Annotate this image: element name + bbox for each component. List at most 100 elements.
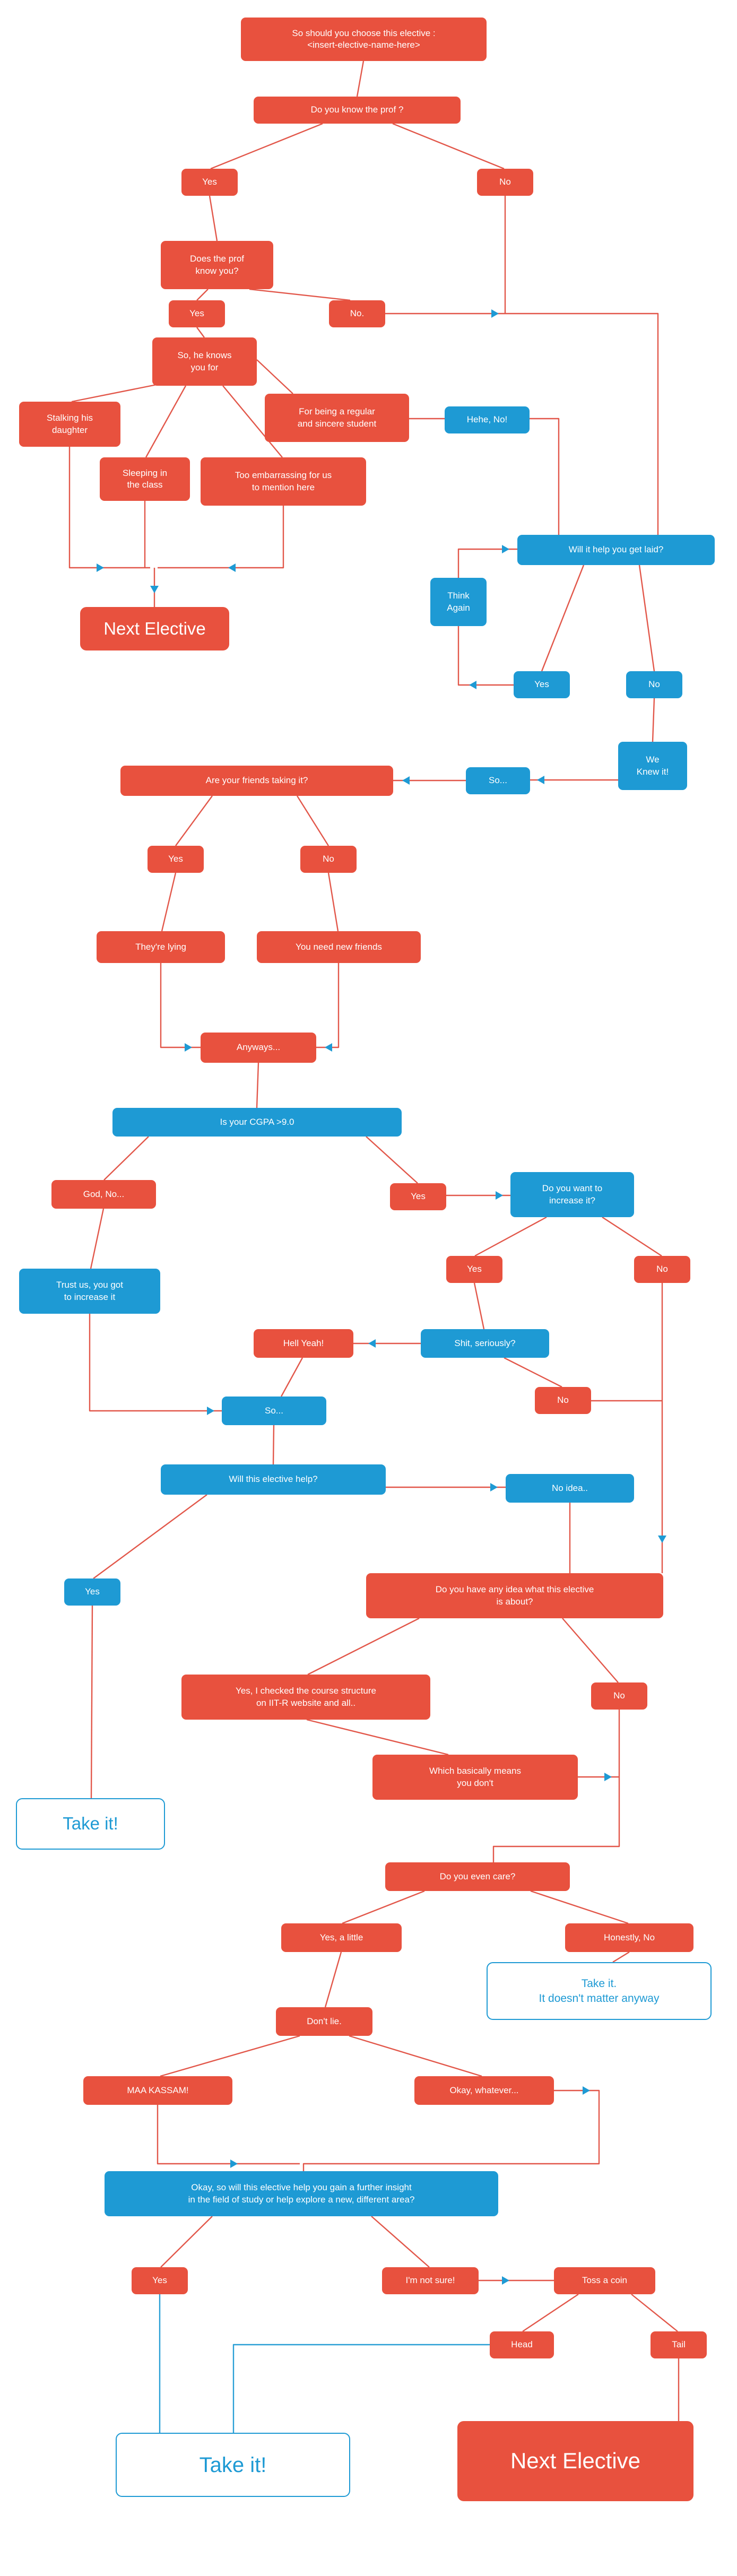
node-regular-student-label: For being a regular bbox=[299, 406, 375, 417]
connector-line bbox=[232, 2344, 490, 2433]
node-q-friends-taking-label: Are your friends taking it? bbox=[205, 775, 308, 786]
node-q-get-laid-label: Will it help you get laid? bbox=[568, 544, 664, 555]
node-no-seriously-label: No bbox=[557, 1395, 569, 1406]
node-trust-us-increase-label: Trust us, you got bbox=[56, 1280, 123, 1290]
node-god-no-label: God, No... bbox=[83, 1189, 125, 1199]
node-so-1: So... bbox=[466, 767, 530, 794]
node-q-know-prof: Do you know the prof ? bbox=[254, 97, 461, 124]
node-q-friends-taking: Are your friends taking it? bbox=[120, 766, 393, 796]
node-yes-prof-knows-label: Yes bbox=[189, 308, 204, 319]
node-theyre-lying-label: They're lying bbox=[135, 941, 186, 952]
node-yes-help: Yes bbox=[64, 1578, 120, 1606]
connector-line bbox=[522, 2294, 579, 2332]
node-anyways-label: Anyways... bbox=[236, 1042, 281, 1053]
node-no-prof-knows: No. bbox=[329, 300, 385, 327]
arrowhead-r-icon bbox=[502, 545, 509, 553]
node-yes-prof-knows: Yes bbox=[169, 300, 225, 327]
node-sleeping-in-class-label: Sleeping in bbox=[122, 467, 168, 478]
arrowhead-l-icon bbox=[368, 1339, 376, 1348]
node-regular-student-label: and sincere student bbox=[297, 418, 377, 429]
node-we-knew-it-label: We bbox=[646, 754, 660, 765]
connector-line bbox=[327, 872, 339, 932]
node-knows-you-for-label: you for bbox=[190, 362, 219, 372]
node-yes-laid-label: Yes bbox=[534, 679, 549, 690]
connector-line bbox=[541, 565, 585, 672]
arrowhead-l-icon bbox=[402, 776, 410, 785]
node-hell-yeah-label: Hell Yeah! bbox=[283, 1338, 324, 1348]
arrowhead-r-icon bbox=[97, 563, 104, 572]
connector-line bbox=[457, 548, 517, 578]
connector-line bbox=[103, 1136, 149, 1181]
arrowhead-l-icon bbox=[469, 681, 476, 689]
node-yes-friends: Yes bbox=[148, 846, 204, 873]
node-dont-lie-label: Don't lie. bbox=[307, 2016, 342, 2026]
node-hehe-no-label: Hehe, No! bbox=[466, 414, 508, 425]
connector-line bbox=[457, 626, 514, 686]
connector-line bbox=[145, 385, 187, 458]
connector-line bbox=[160, 2035, 300, 2077]
arrowhead-r-icon bbox=[490, 1483, 498, 1491]
node-q-idea-about-label: Do you have any idea what this elective bbox=[435, 1584, 594, 1595]
node-next-elective-2-label: Next Elective bbox=[510, 2448, 641, 2474]
node-take-it-2-label: Take it. bbox=[581, 1977, 617, 1990]
node-okay-whatever-label: Okay, whatever... bbox=[449, 2085, 519, 2095]
node-q-know-prof-label: Do you know the prof ? bbox=[310, 105, 404, 115]
node-stalking-daughter-label: Stalking his bbox=[47, 413, 93, 423]
node-yes-help-label: Yes bbox=[85, 1586, 100, 1597]
node-no-know-prof: No bbox=[477, 169, 533, 196]
connector-line bbox=[492, 1710, 620, 1862]
node-yes-laid: Yes bbox=[514, 671, 570, 698]
connector-line bbox=[371, 2216, 430, 2268]
node-honestly-no-label: Honestly, No bbox=[603, 1932, 655, 1942]
node-next-elective-2: Next Elective bbox=[457, 2421, 693, 2501]
node-maa-kassam-label: MAA KASSAM! bbox=[127, 2085, 189, 2095]
node-no-idea-label: No idea.. bbox=[551, 1482, 588, 1493]
node-q-prof-know-you-label: Does the prof bbox=[189, 254, 245, 264]
node-take-it-1-label: Take it! bbox=[63, 1814, 118, 1834]
node-dont-lie: Don't lie. bbox=[276, 2007, 372, 2036]
connector-line bbox=[316, 963, 340, 1048]
node-no-idea-about: No bbox=[591, 1682, 647, 1710]
connector-line bbox=[90, 1605, 93, 1799]
connector-line bbox=[474, 1216, 547, 1257]
node-honestly-no: Honestly, No bbox=[565, 1923, 693, 1952]
node-yes-a-little: Yes, a little bbox=[281, 1923, 402, 1952]
connector-line bbox=[530, 418, 560, 535]
node-yes-cgpa-label: Yes bbox=[411, 1191, 426, 1202]
node-yes-increase-label: Yes bbox=[467, 1264, 482, 1274]
node-no-increase: No bbox=[634, 1256, 690, 1283]
node-so-2-label: So... bbox=[265, 1405, 283, 1416]
node-title-label: <insert-elective-name-here> bbox=[307, 40, 420, 50]
node-yes-insight: Yes bbox=[132, 2267, 188, 2294]
node-no-idea-about-label: No bbox=[613, 1690, 625, 1701]
node-q-cgpa: Is your CGPA >9.0 bbox=[112, 1108, 402, 1137]
node-no-prof-knows-label: No. bbox=[350, 308, 365, 319]
arrowhead-l-icon bbox=[537, 776, 544, 784]
node-take-it-2-label: It doesn't matter anyway bbox=[539, 1992, 660, 2005]
node-no-friends-label: No bbox=[323, 854, 334, 864]
node-title: So should you choose this elective :<ins… bbox=[241, 18, 487, 61]
node-no-know-prof-label: No bbox=[499, 177, 511, 187]
node-no-friends: No bbox=[300, 846, 357, 873]
node-hell-yeah: Hell Yeah! bbox=[254, 1329, 353, 1358]
arrowhead-l-icon bbox=[325, 1043, 332, 1052]
node-no-laid-label: No bbox=[648, 679, 660, 690]
arrowhead-r-icon bbox=[583, 2086, 590, 2095]
connector-line bbox=[158, 506, 284, 569]
node-trust-us-increase-label: to increase it bbox=[64, 1291, 116, 1302]
connector-line bbox=[349, 2035, 482, 2077]
connector-line bbox=[93, 1494, 207, 1579]
node-q-insight-label: Okay, so will this elective help you gai… bbox=[191, 2182, 412, 2193]
node-yes-cgpa: Yes bbox=[390, 1183, 446, 1210]
connector-line bbox=[68, 447, 150, 569]
connector-line bbox=[256, 359, 293, 394]
node-okay-whatever: Okay, whatever... bbox=[414, 2076, 554, 2105]
